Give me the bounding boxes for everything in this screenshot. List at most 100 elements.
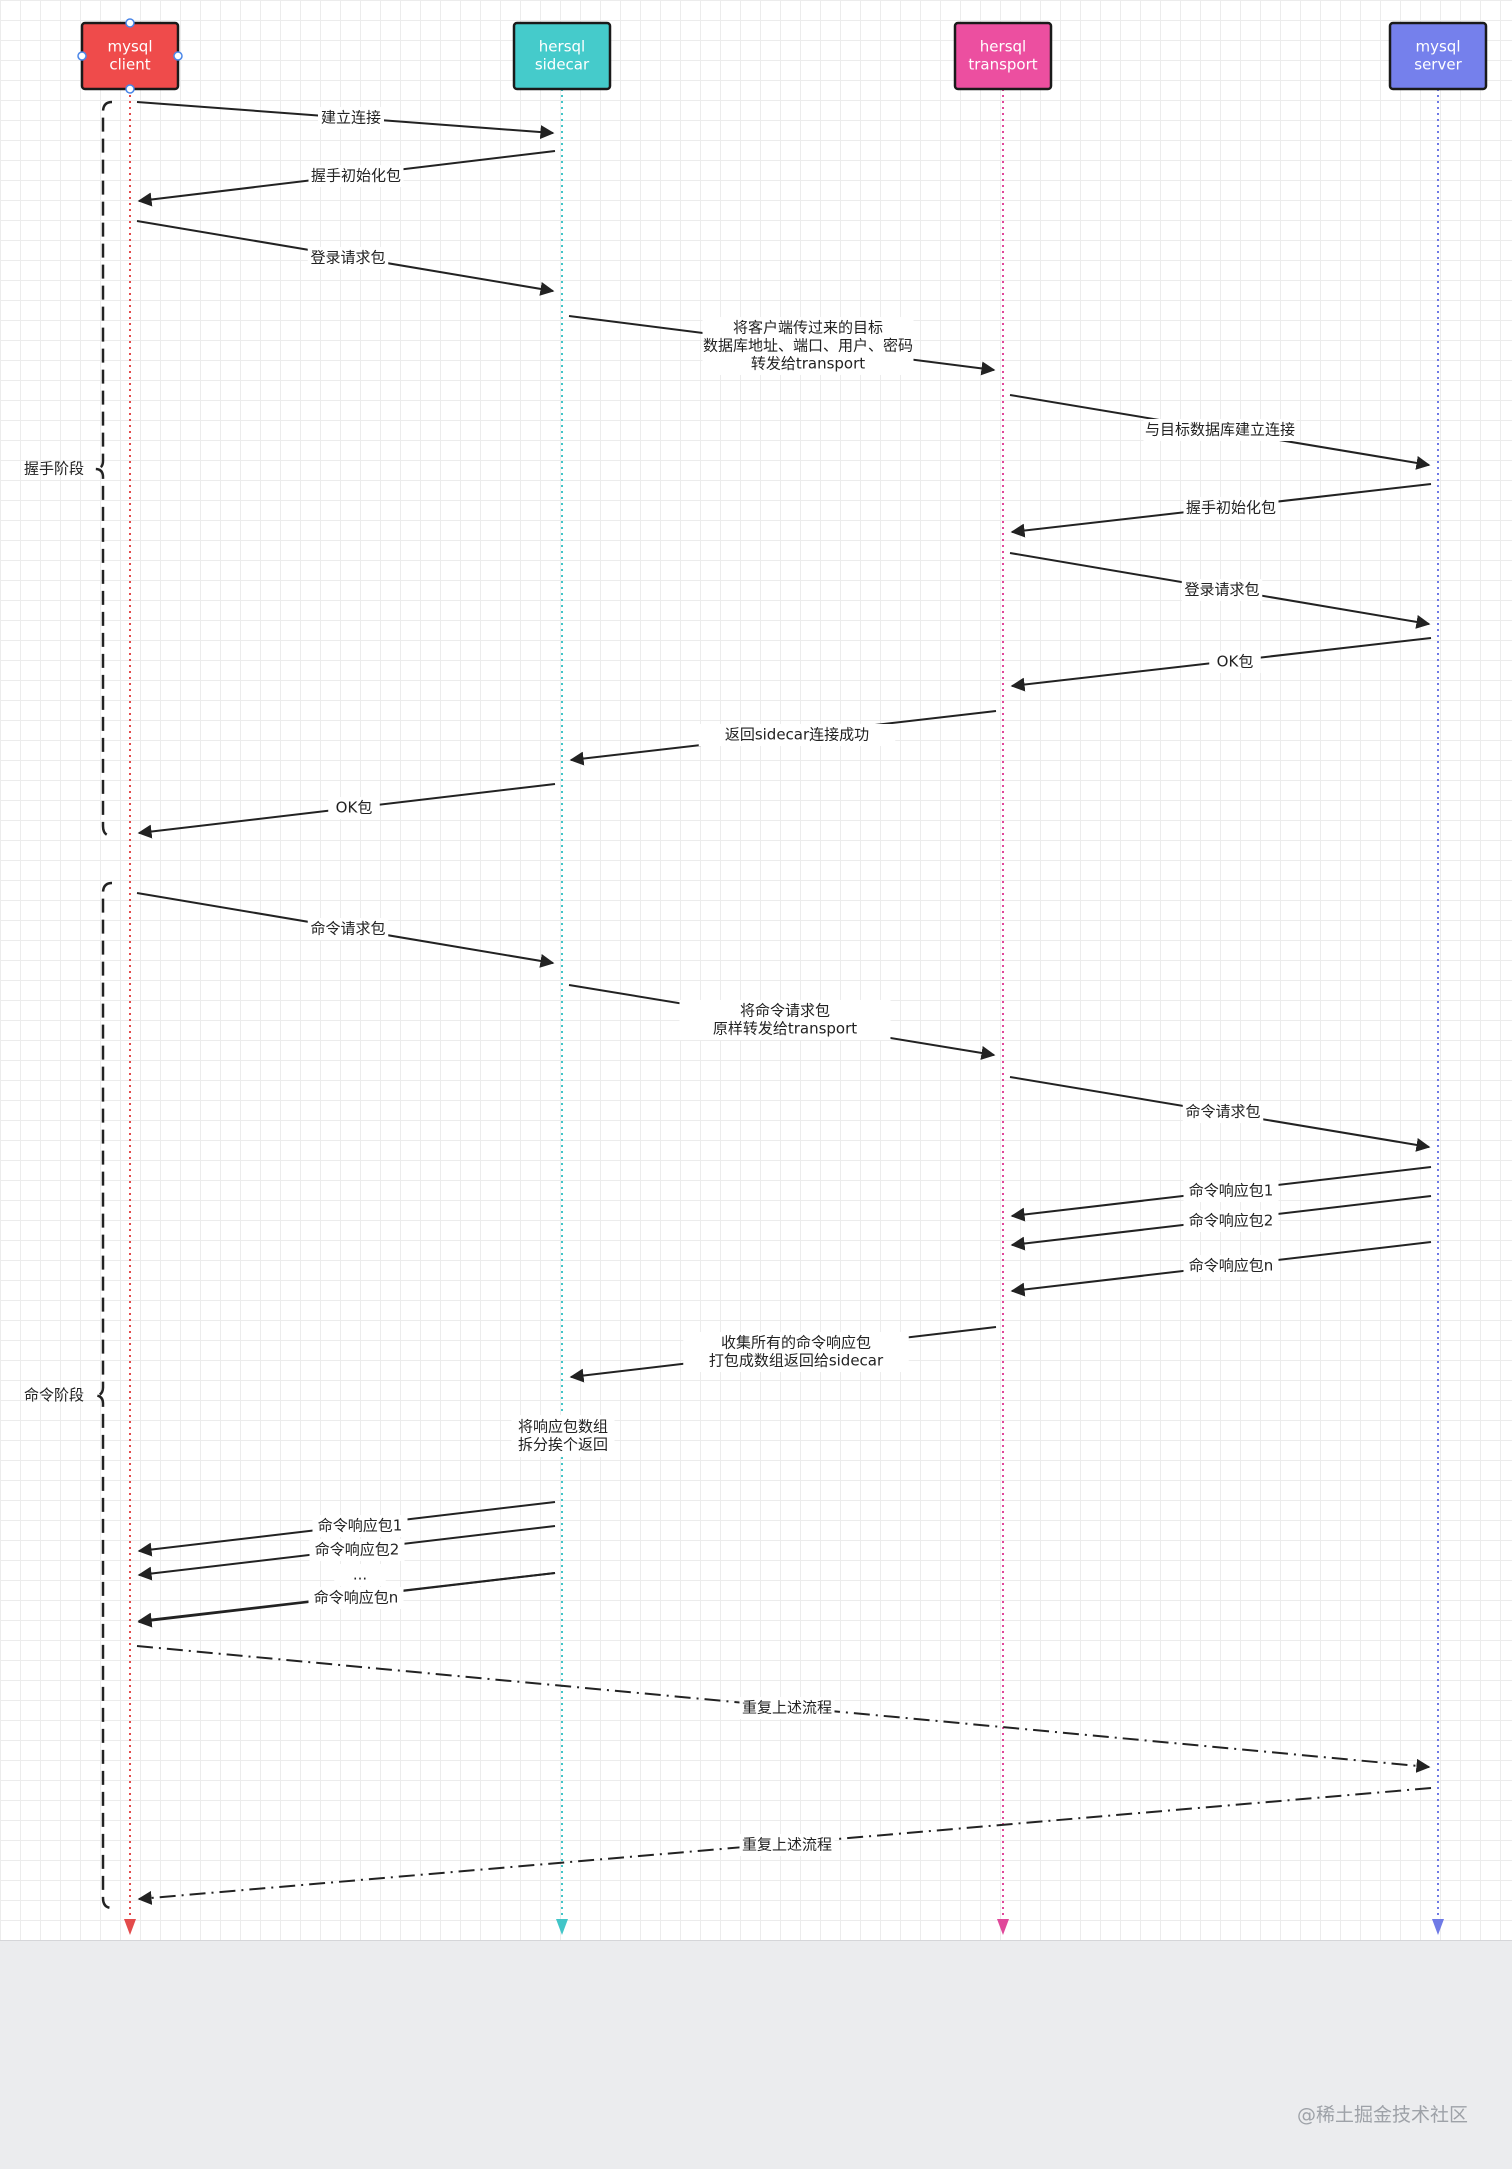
message-label-bg	[1181, 579, 1263, 601]
note-text: 拆分挨个返回	[518, 1436, 608, 1454]
message-label-bg	[683, 1332, 909, 1372]
message-label: 命令响应包1	[318, 1517, 403, 1535]
message-client-to-sidecar[interactable]: 登录请求包	[136, 220, 555, 296]
message-server-to-transport[interactable]: 命令响应包1	[1010, 1166, 1432, 1222]
message-transport-to-server[interactable]: 命令请求包	[1009, 1076, 1431, 1152]
message-label: 命令响应包1	[1189, 1182, 1274, 1200]
selection-handle[interactable]	[125, 18, 135, 28]
message-server-to-transport[interactable]: 命令响应包2	[1010, 1195, 1432, 1251]
actor-label: transport	[968, 56, 1037, 74]
message-server-to-transport[interactable]: 命令响应包n	[1010, 1241, 1432, 1297]
message-transport-to-sidecar[interactable]: 返回sidecar连接成功	[569, 710, 997, 766]
phase-label: 握手阶段	[24, 460, 84, 478]
message-label: 建立连接	[321, 109, 381, 127]
message-label-bg	[679, 1000, 891, 1040]
message-label: OK包	[336, 799, 373, 817]
message-sidecar-to-client[interactable]: 命令响应包n	[137, 1572, 556, 1627]
message-label: 转发给transport	[751, 355, 865, 373]
selection-handle[interactable]	[77, 51, 87, 61]
message-sidecar-to-client[interactable]: OK包	[137, 783, 556, 839]
message-label: 命令响应包n	[1189, 1257, 1274, 1275]
message-label-bg	[1183, 497, 1279, 519]
diagram-canvas: 握手阶段命令阶段 建立连接握手初始化包登录请求包将客户端传过来的目标数据库地址、…	[0, 0, 1512, 1941]
message-label-bg	[308, 1587, 404, 1609]
message-label: ...	[353, 1566, 367, 1584]
message-label: 打包成数组返回给sidecar	[709, 1352, 884, 1370]
message-transport-to-server[interactable]: 与目标数据库建立连接	[1009, 394, 1431, 470]
actor-label: hersql	[539, 38, 585, 56]
message-sidecar-to-client[interactable]: 命令响应包1	[137, 1501, 556, 1557]
message-label: 数据库地址、端口、用户、密码	[703, 337, 913, 355]
message-label-bg	[739, 1834, 835, 1856]
actor-label: mysql	[1416, 38, 1461, 56]
message-label: 将客户端传过来的目标	[733, 319, 883, 337]
message-label-bg	[1183, 1180, 1279, 1202]
message-transport-to-server[interactable]: 登录请求包	[1009, 552, 1431, 629]
message-label-bg	[702, 317, 914, 375]
message-label-bg	[309, 1539, 405, 1561]
message-label: 返回sidecar连接成功	[725, 726, 869, 744]
actor-box[interactable]	[953, 21, 1053, 91]
actor-label: sidecar	[535, 56, 590, 74]
message-label-bg	[1182, 1101, 1264, 1123]
message-sidecar-to-client[interactable]: 命令响应包2	[137, 1525, 556, 1581]
phase-label: 命令阶段	[24, 1386, 84, 1404]
message-label: 命令响应包2	[1189, 1212, 1274, 1230]
selection-handle[interactable]	[173, 51, 183, 61]
message-label-bg	[1183, 1255, 1279, 1277]
message-label: 原样转发给transport	[713, 1020, 857, 1038]
message-label: 重复上述流程	[742, 1699, 832, 1717]
message-server-to-client[interactable]: 重复上述流程	[137, 1787, 1432, 1905]
message-label: 命令请求包	[310, 920, 385, 938]
message-label-bg	[328, 797, 380, 819]
message-label-bg	[698, 724, 896, 746]
message-label: 重复上述流程	[742, 1836, 832, 1854]
message-label-bg	[739, 1697, 835, 1719]
message-label-bg	[307, 918, 389, 940]
note-text: 将响应包数组	[518, 1418, 608, 1436]
message-label-bg	[1143, 419, 1297, 441]
message-sidecar-to-client[interactable]: 握手初始化包	[137, 150, 556, 207]
actor-label: hersql	[980, 38, 1026, 56]
message-label: 与目标数据库建立连接	[1145, 421, 1295, 439]
lifeline-end-arrow	[1432, 1919, 1444, 1935]
message-label: OK包	[1217, 653, 1254, 671]
message-client-to-sidecar[interactable]: 命令请求包	[136, 892, 555, 968]
message-label-bg	[1209, 651, 1261, 673]
message-label: 登录请求包	[310, 249, 385, 267]
lifeline-end-arrow	[124, 1919, 136, 1935]
message-label-bg	[308, 165, 404, 187]
actor-label: server	[1414, 56, 1462, 74]
message-client-to-server[interactable]: 重复上述流程	[136, 1645, 1431, 1773]
actor-label: client	[109, 56, 150, 74]
message-server-to-transport[interactable]: 握手初始化包	[1010, 483, 1432, 538]
message-label-bg	[334, 1564, 386, 1586]
phase-bracket	[94, 881, 113, 1910]
message-arrow[interactable]	[137, 1787, 1432, 1905]
phase-bracket	[94, 100, 113, 838]
message-label: 命令请求包	[1185, 1103, 1260, 1121]
selection-handle[interactable]	[125, 84, 135, 94]
actor-label: mysql	[108, 38, 153, 56]
message-label-bg	[1183, 1210, 1279, 1232]
message-label: 握手初始化包	[1186, 499, 1276, 517]
message-label: 将命令请求包	[740, 1002, 830, 1020]
message-arrow[interactable]	[136, 1645, 1431, 1773]
actor-box[interactable]	[512, 21, 612, 91]
note-bg	[511, 1415, 615, 1457]
message-label-bg	[318, 107, 384, 129]
message-label-bg	[312, 1515, 408, 1537]
message-server-to-transport[interactable]: OK包	[1010, 637, 1432, 692]
message-label: 命令响应包n	[314, 1589, 399, 1607]
actor-box[interactable]	[1388, 21, 1488, 91]
message-client-to-sidecar[interactable]: 建立连接	[136, 101, 555, 140]
